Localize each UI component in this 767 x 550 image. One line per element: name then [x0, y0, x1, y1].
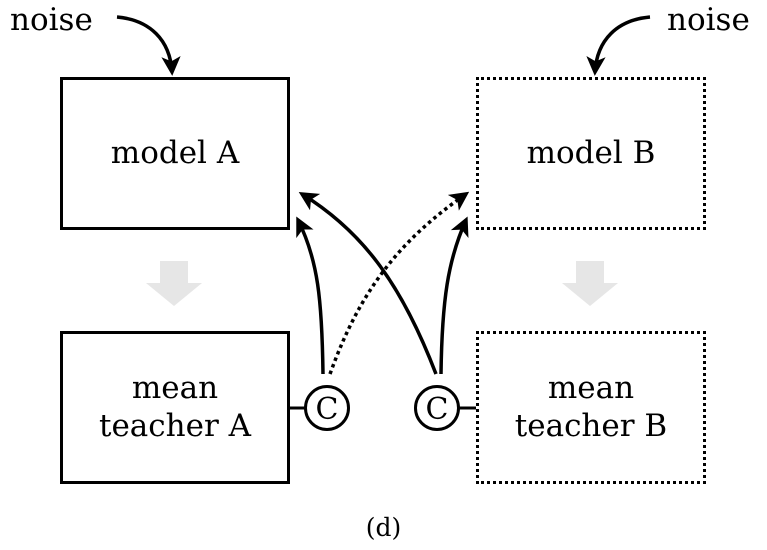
update-arrow-b-icon	[562, 261, 618, 306]
consistency-b-to-model-b-arrow	[439, 216, 469, 375]
consistency-node-b: C	[414, 385, 460, 431]
consistency-node-b-symbol: C	[426, 392, 449, 427]
model-a-box: model A	[60, 77, 290, 230]
noise-label-right: noise	[667, 2, 750, 38]
noise-to-model-b-arrow	[586, 15, 651, 76]
mean-teacher-a-box: mean teacher A	[60, 331, 290, 484]
model-b-label: model B	[526, 134, 656, 171]
mean-teacher-b-line1: mean	[547, 370, 635, 407]
mean-teacher-a-line2: teacher A	[98, 407, 252, 444]
model-b-box: model B	[476, 77, 706, 230]
noise-to-model-a-arrow	[116, 15, 181, 76]
mean-teacher-b-box: mean teacher B	[476, 331, 706, 484]
consistency-a-to-model-a-arrow	[296, 216, 325, 375]
consistency-b-to-model-a-arrow	[298, 191, 438, 375]
mean-teacher-b-line2: teacher B	[514, 407, 668, 444]
mean-teacher-a-line1: mean	[131, 370, 219, 407]
noise-label-left: noise	[10, 2, 93, 38]
consistency-node-a-symbol: C	[316, 392, 339, 427]
consistency-node-a: C	[304, 385, 350, 431]
figure-caption: (d)	[365, 513, 402, 542]
update-arrow-a-icon	[146, 261, 202, 306]
model-a-label: model A	[110, 134, 240, 171]
